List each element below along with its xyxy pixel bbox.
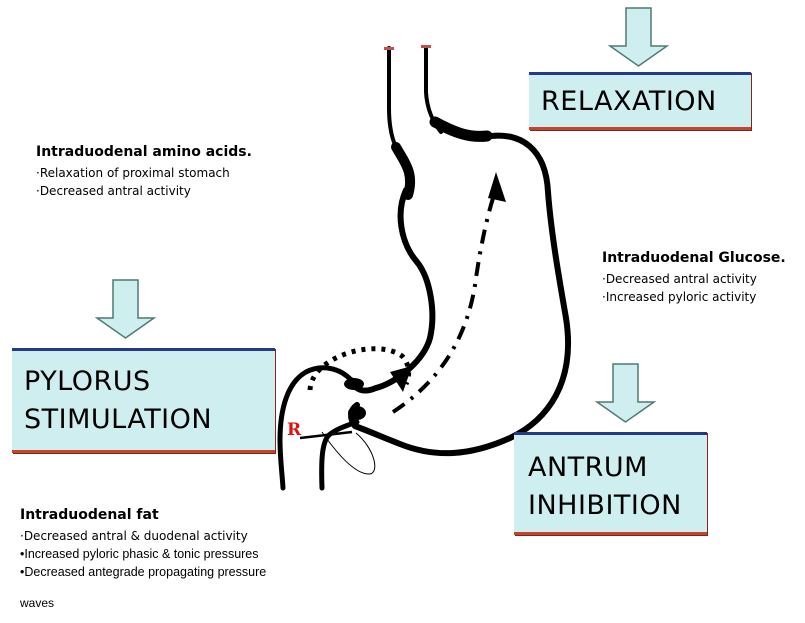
fat-note-tail: waves <box>20 596 54 610</box>
arrow-to-antrum <box>597 364 654 422</box>
amino-acids-note: Intraduodenal amino acids. ·Relaxation o… <box>36 144 326 200</box>
amino-acids-item: ·Relaxation of proximal stomach <box>36 164 326 182</box>
manometry-catheter <box>300 432 375 474</box>
fat-heading: Intraduodenal fat <box>20 507 360 523</box>
relaxation-box: RELAXATION <box>529 72 751 130</box>
glucose-item: ·Decreased antral activity <box>602 270 802 288</box>
antrum-inhibition-box: ANTRUM INHIBITION <box>514 432 707 535</box>
glucose-item: ·Increased pyloric activity <box>602 288 802 306</box>
pylorus-stimulation-label: PYLORUS STIMULATION <box>12 351 275 439</box>
glucose-note: Intraduodenal Glucose. ·Decreased antral… <box>602 250 802 306</box>
relaxation-label: RELAXATION <box>529 75 751 121</box>
amino-acids-item: ·Decreased antral activity <box>36 182 326 200</box>
r-marker-label: R <box>287 420 301 440</box>
fat-item: ·Decreased antral & duodenal activity <box>20 527 360 545</box>
stomach-outline <box>280 45 568 488</box>
arrow-to-pylorus <box>97 280 154 338</box>
pylorus-stimulation-box: PYLORUS STIMULATION <box>12 348 275 453</box>
antrum-inhibition-label: ANTRUM INHIBITION <box>514 435 707 525</box>
fat-item: •Decreased antegrade propagating pressur… <box>20 563 360 581</box>
amino-acids-heading: Intraduodenal amino acids. <box>36 144 326 160</box>
arrow-to-relaxation <box>610 8 667 66</box>
glucose-heading: Intraduodenal Glucose. <box>602 250 802 266</box>
fat-note: Intraduodenal fat ·Decreased antral & du… <box>20 507 360 581</box>
fat-item: •Increased pyloric phasic & tonic pressu… <box>20 545 360 563</box>
